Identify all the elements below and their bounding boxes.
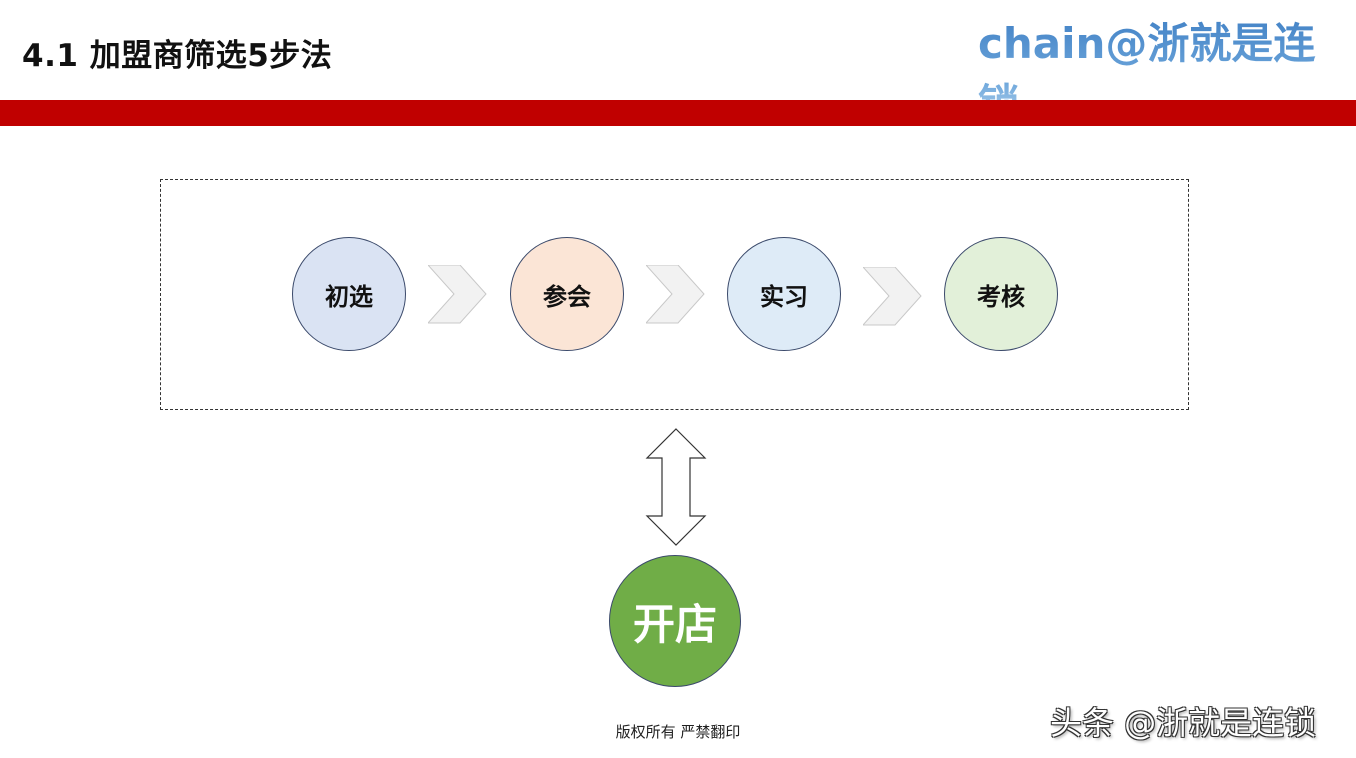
step-circle-attend-meeting: 参会 (510, 237, 624, 351)
header-accent-bar (0, 100, 1356, 126)
screening-steps-frame (160, 179, 1189, 410)
step-circle-open-store: 开店 (609, 555, 741, 687)
step-circle-initial-screening: 初选 (292, 237, 406, 351)
double-arrow-vertical-icon (645, 428, 707, 546)
step-circle-internship: 实习 (727, 237, 841, 351)
chevron-right-icon (646, 265, 705, 324)
chevron-right-icon (428, 265, 487, 324)
step-circle-assessment: 考核 (944, 237, 1058, 351)
page-title: 4.1 加盟商筛选5步法 (22, 38, 333, 74)
watermark-text: 头条 @浙就是连锁 (1050, 704, 1317, 742)
chevron-right-icon (863, 267, 922, 326)
copyright-notice: 版权所有 严禁翻印 (615, 723, 741, 741)
